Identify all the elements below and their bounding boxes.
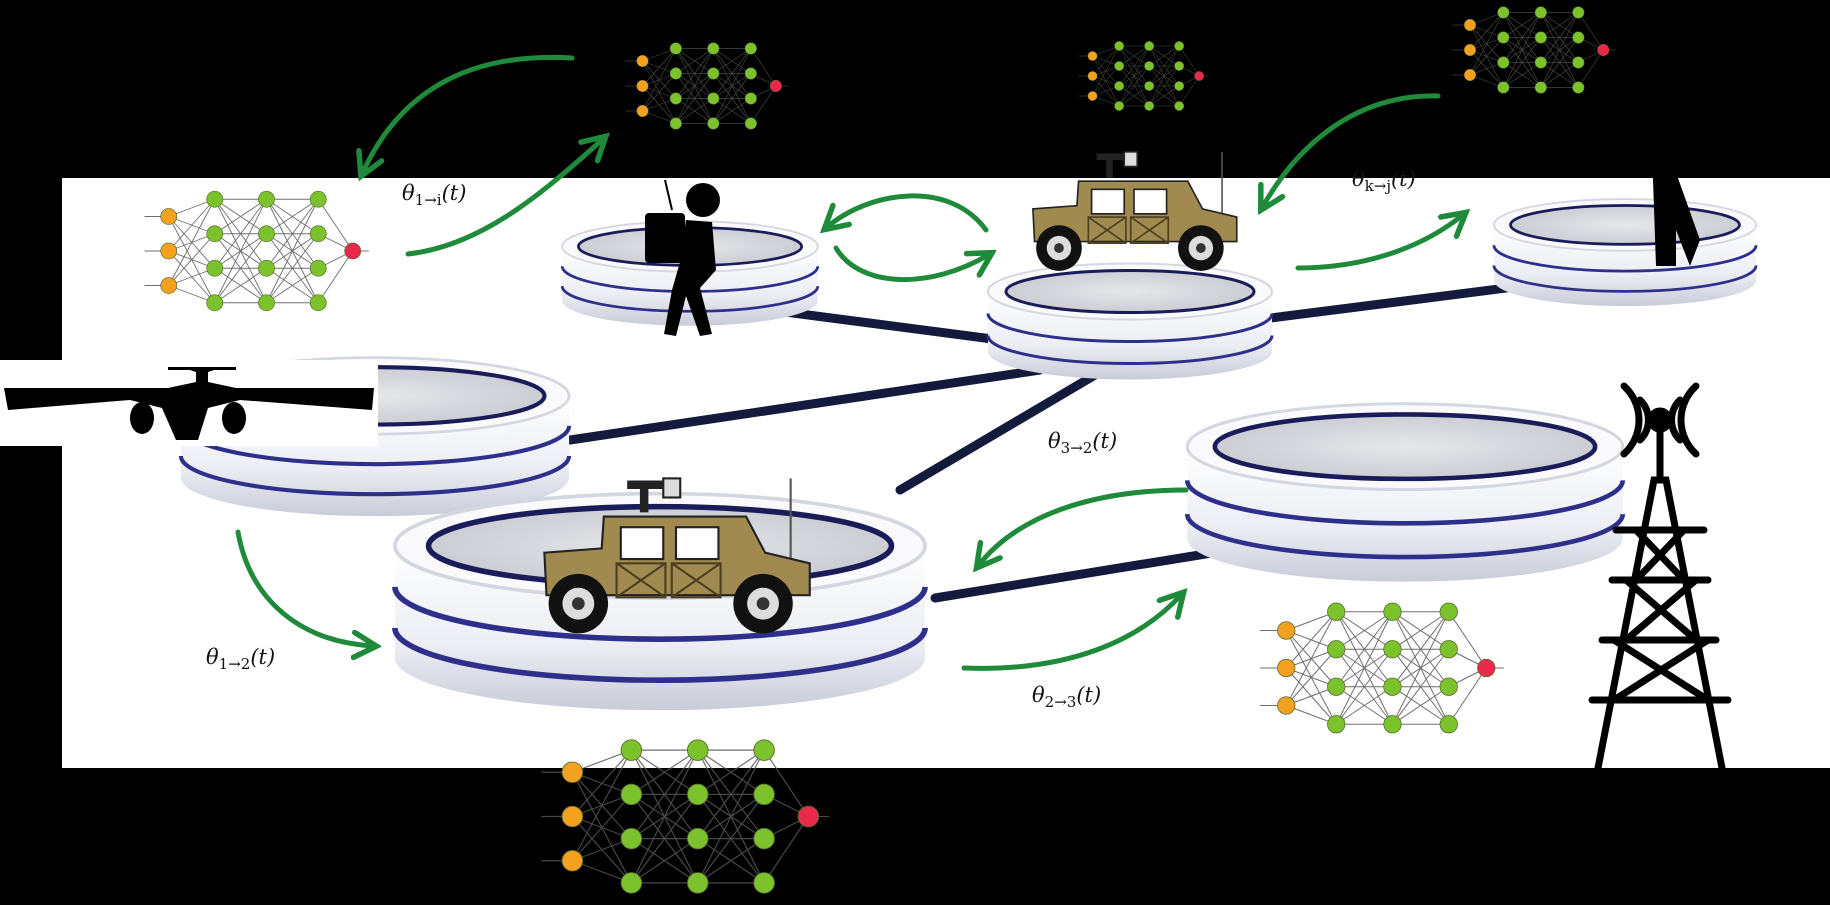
theta-1-2-label: θ1→2(t) bbox=[206, 645, 275, 673]
theta-1-i-label: θ1→i(t) bbox=[402, 181, 466, 209]
radio-tower-icon bbox=[1588, 382, 1732, 772]
edge-labels: θ1→i(t) θk→j(t) θ3→2(t) θ1→2(t) θ2→3(t) bbox=[206, 167, 1416, 711]
person-icon bbox=[1652, 150, 1700, 266]
theta-3-2-label: θ3→2(t) bbox=[1048, 429, 1117, 457]
theta-2-3-label: θ2→3(t) bbox=[1032, 683, 1101, 711]
soldier-icon bbox=[645, 179, 720, 336]
network-links bbox=[565, 280, 1535, 603]
parameter-arrows bbox=[235, 54, 1464, 671]
airplane-icon bbox=[0, 360, 378, 446]
theta-k-j-label: θk→j(t) bbox=[1352, 167, 1416, 195]
